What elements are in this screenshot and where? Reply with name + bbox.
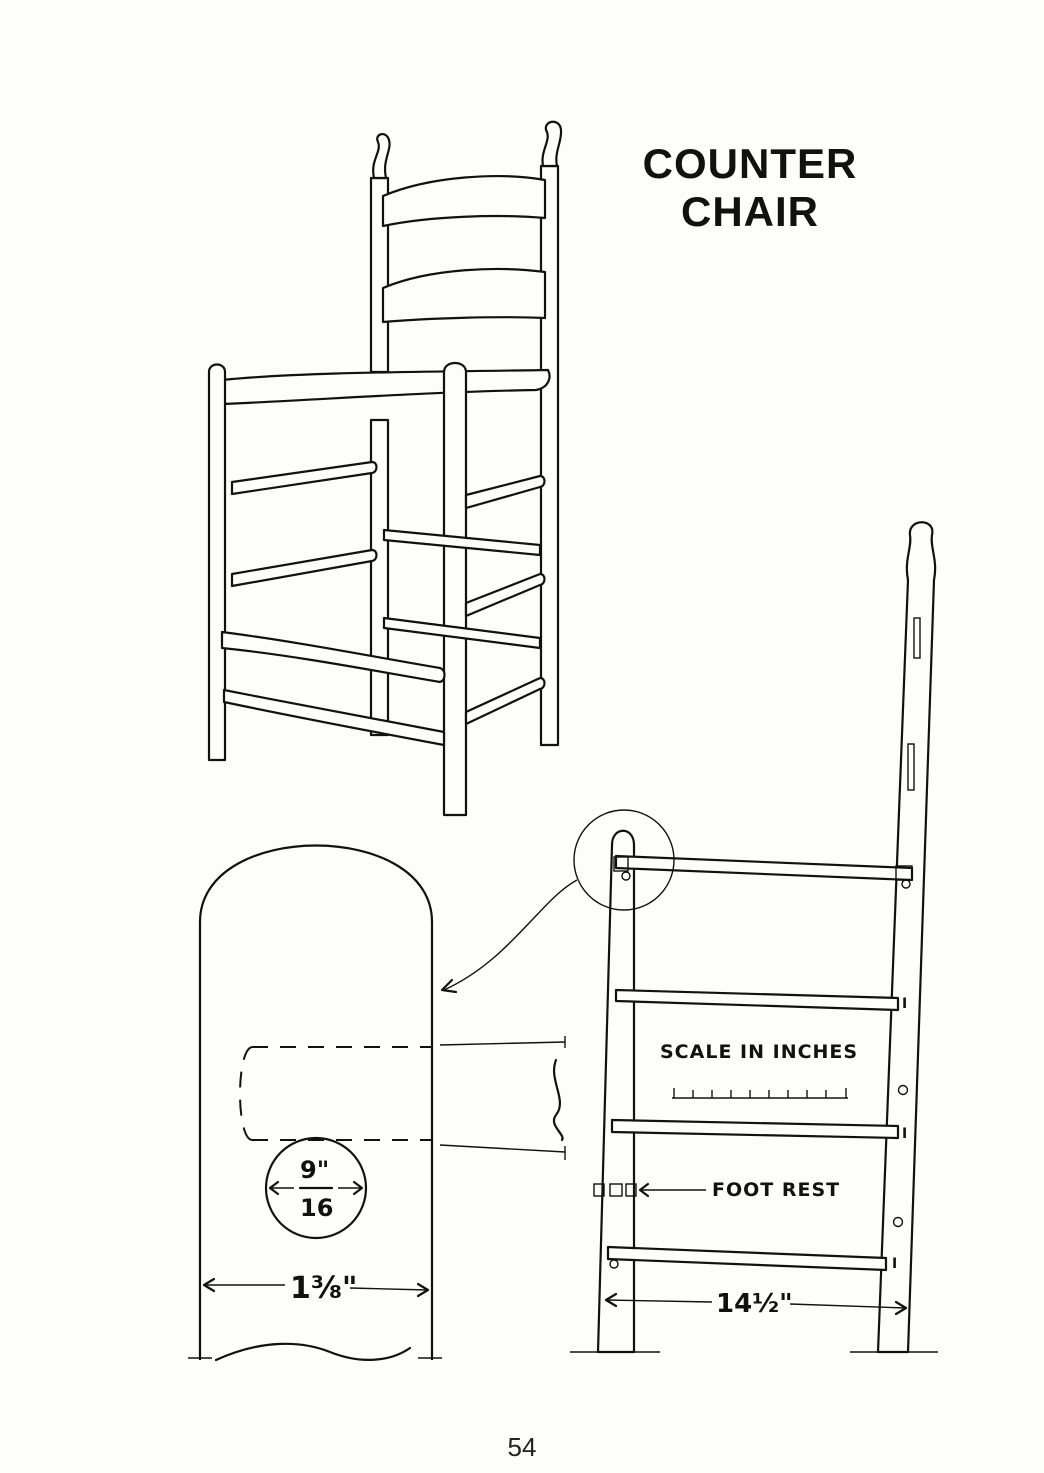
tenon-numerator-label: 9" <box>300 1156 329 1184</box>
width-dimension-label: 14½" <box>716 1289 793 1319</box>
side-view-chair: I I I <box>570 522 938 1352</box>
svg-text:I: I <box>902 996 907 1012</box>
post-detail-view <box>188 846 577 1361</box>
post-diameter-label: 1⅜" <box>290 1271 358 1306</box>
perspective-chair-view <box>209 122 561 815</box>
foot-rest-label: FOOT REST <box>712 1179 840 1201</box>
scale-ruler-ticks <box>674 1088 846 1098</box>
svg-text:I: I <box>892 1256 897 1272</box>
page-number: 54 <box>0 1432 1044 1463</box>
tenon-denominator-label: 16 <box>300 1194 333 1222</box>
scale-label: SCALE IN INCHES <box>660 1041 858 1063</box>
svg-text:I: I <box>902 1126 907 1142</box>
